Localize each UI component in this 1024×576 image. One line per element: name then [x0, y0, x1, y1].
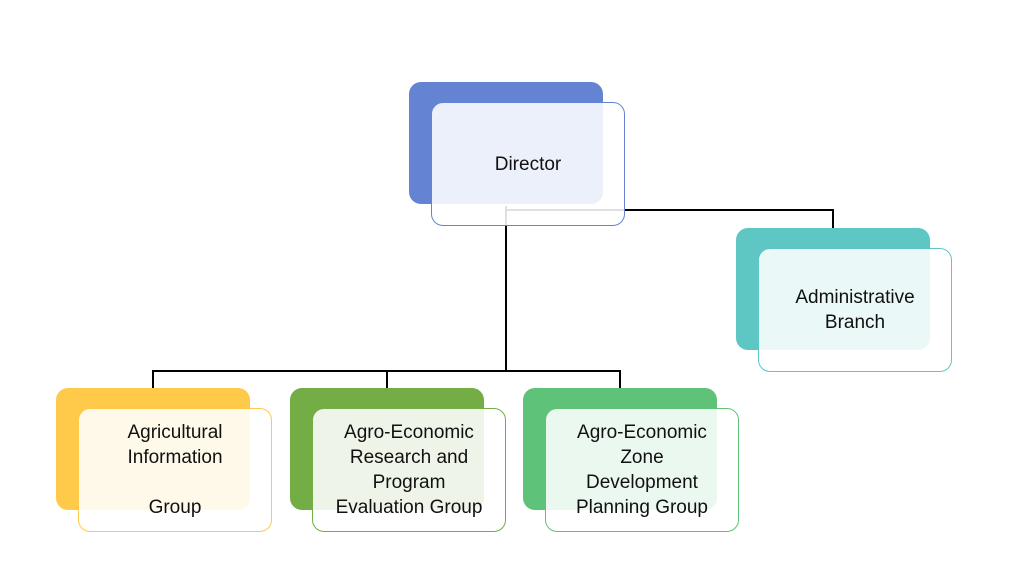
director-label: Director: [494, 153, 562, 175]
connector-director-trunk: [505, 206, 507, 372]
connector-agri-info-drop: [152, 370, 154, 388]
admin-label: Administrative Branch: [795, 287, 915, 333]
node-administrative-branch: Administrative Branch: [736, 228, 952, 372]
agri-info-label: Agricultural Information Group: [127, 422, 223, 518]
admin-front-card: Administrative Branch: [758, 248, 952, 372]
connector-zone-drop: [619, 370, 621, 388]
connector-admin-horizontal: [506, 209, 834, 211]
node-zone-planning-group: Agro-Economic Zone Development Planning …: [523, 388, 739, 532]
research-front-card: Agro-Economic Research and Program Evalu…: [312, 408, 506, 532]
director-front-card: Director: [431, 102, 625, 226]
zone-front-card: Agro-Economic Zone Development Planning …: [545, 408, 739, 532]
zone-label: Agro-Economic Zone Development Planning …: [575, 422, 709, 518]
connector-admin-drop: [832, 209, 834, 228]
node-agricultural-information-group: Agricultural Information Group: [56, 388, 272, 532]
agri-info-front-card: Agricultural Information Group: [78, 408, 272, 532]
node-director: Director: [409, 82, 625, 226]
node-research-evaluation-group: Agro-Economic Research and Program Evalu…: [290, 388, 506, 532]
research-label: Agro-Economic Research and Program Evalu…: [335, 422, 483, 518]
connector-research-drop: [386, 370, 388, 388]
